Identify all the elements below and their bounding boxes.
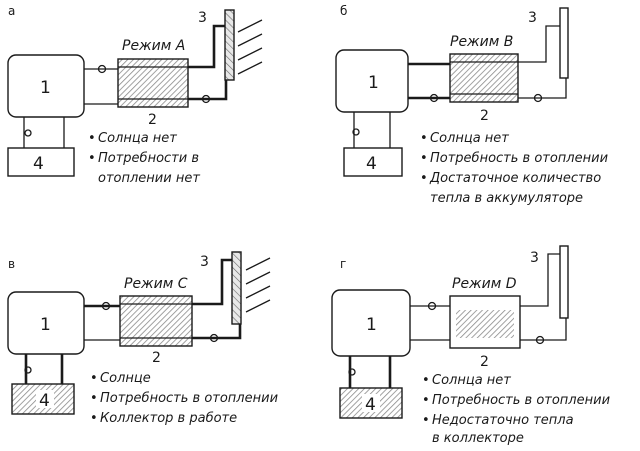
- solar-collector: [559, 245, 569, 319]
- solar-collector: [231, 251, 242, 325]
- note-line: Потребности в: [98, 151, 199, 166]
- collector-number: 3: [530, 250, 539, 266]
- store-box-number: 4: [39, 391, 50, 411]
- sun-ray: [245, 257, 271, 271]
- supply-pipe: [192, 258, 232, 306]
- supply-pipe: [518, 25, 560, 63]
- svg-text:•: •: [422, 393, 430, 408]
- tank-number: 2: [480, 108, 489, 124]
- valve-icon: [101, 301, 111, 311]
- pump-icon: [24, 129, 32, 137]
- sun-ray: [237, 47, 263, 61]
- note-line: Солнца нет: [430, 131, 509, 146]
- pump-icon: [533, 93, 543, 103]
- svg-text:•: •: [90, 371, 98, 386]
- supply-pipe: [188, 24, 226, 69]
- note-line: Потребность в отоплении: [100, 391, 278, 406]
- solar-collector: [559, 7, 569, 79]
- main-box: [7, 54, 85, 118]
- valve-icon: [97, 64, 107, 74]
- sun-ray: [245, 299, 271, 313]
- sun-ray: [245, 285, 271, 299]
- storage-tank: [449, 53, 519, 103]
- note-line: Коллектор в работе: [100, 411, 237, 426]
- solar-collector: [224, 9, 235, 81]
- storage-tank: [117, 58, 189, 108]
- tank-number: 2: [480, 354, 489, 370]
- tank-number: 2: [152, 350, 161, 366]
- sun-ray: [237, 61, 263, 75]
- panel-a: а 1 4 Режим А 2 3 • Солнца нет: [7, 4, 263, 186]
- sun-ray: [237, 19, 263, 33]
- main-box-number: 1: [366, 315, 377, 335]
- svg-text:•: •: [422, 373, 430, 388]
- note-line: Потребность в отоплении: [430, 151, 608, 166]
- mode-label: Режим D: [452, 276, 517, 292]
- panel-b: б 1 4 Режим В 2 3 • Солнца нет • Потребн…: [335, 4, 608, 206]
- note-line: Солнца нет: [98, 131, 177, 146]
- note-line: Недостаточно тепла: [432, 413, 574, 428]
- pump-icon: [429, 93, 439, 103]
- return-pipe: [518, 78, 567, 99]
- panel-letter: в: [8, 257, 15, 271]
- sun-ray: [237, 33, 263, 47]
- pump-icon: [209, 333, 219, 343]
- note-line: тепла в аккумуляторе: [430, 191, 583, 206]
- valve-icon: [427, 301, 437, 311]
- main-box-number: 1: [368, 73, 379, 93]
- note-line: в коллекторе: [432, 431, 524, 446]
- panel-c: в 1 4 Режим С 2 3 • Солнце • Потребность…: [7, 251, 278, 426]
- panel-letter: а: [8, 4, 15, 18]
- note-line: Достаточное количество: [429, 171, 601, 186]
- store-box: [7, 147, 75, 177]
- panel-letter: г: [340, 257, 346, 271]
- note-line: Солнца нет: [432, 373, 511, 388]
- store-box-number: 4: [366, 154, 377, 174]
- mode-label: Режим А: [122, 38, 185, 54]
- main-box: [7, 291, 85, 355]
- panel-d: г 1 4 Режим D 2 3 • Солнца нет • Потребн…: [331, 245, 610, 446]
- svg-text:•: •: [420, 151, 428, 166]
- tank-fill: [456, 310, 514, 338]
- note-line: Солнце: [100, 371, 151, 386]
- svg-text:•: •: [88, 131, 96, 146]
- store-box-number: 4: [365, 395, 376, 415]
- return-pipe: [520, 318, 567, 341]
- pump-icon: [535, 335, 545, 345]
- pump-icon: [201, 94, 211, 104]
- svg-text:•: •: [420, 171, 428, 186]
- note-line: отоплении нет: [98, 171, 200, 186]
- collector-number: 3: [200, 254, 209, 270]
- svg-text:•: •: [422, 413, 430, 428]
- store-box-number: 4: [33, 154, 44, 174]
- note-line: Потребность в отоплении: [432, 393, 610, 408]
- svg-text:•: •: [420, 131, 428, 146]
- main-box-number: 1: [40, 315, 51, 335]
- tank-number: 2: [148, 112, 157, 128]
- svg-text:•: •: [88, 151, 96, 166]
- pump-icon: [348, 368, 356, 376]
- mode-label: Режим С: [124, 276, 188, 292]
- svg-text:•: •: [90, 411, 98, 426]
- main-box: [331, 289, 411, 357]
- panel-letter: б: [340, 4, 347, 18]
- svg-text:•: •: [90, 391, 98, 406]
- return-pipe: [188, 76, 228, 101]
- mode-label: Режим В: [450, 34, 513, 50]
- store-box: [343, 147, 403, 177]
- collector-number: 3: [198, 10, 207, 26]
- main-box: [335, 49, 409, 113]
- main-box-number: 1: [40, 78, 51, 98]
- sun-ray: [245, 271, 271, 285]
- pump-icon: [352, 128, 360, 136]
- supply-pipe: [520, 253, 560, 307]
- return-pipe: [192, 322, 242, 340]
- collector-number: 3: [528, 10, 537, 26]
- pump-icon: [24, 366, 32, 374]
